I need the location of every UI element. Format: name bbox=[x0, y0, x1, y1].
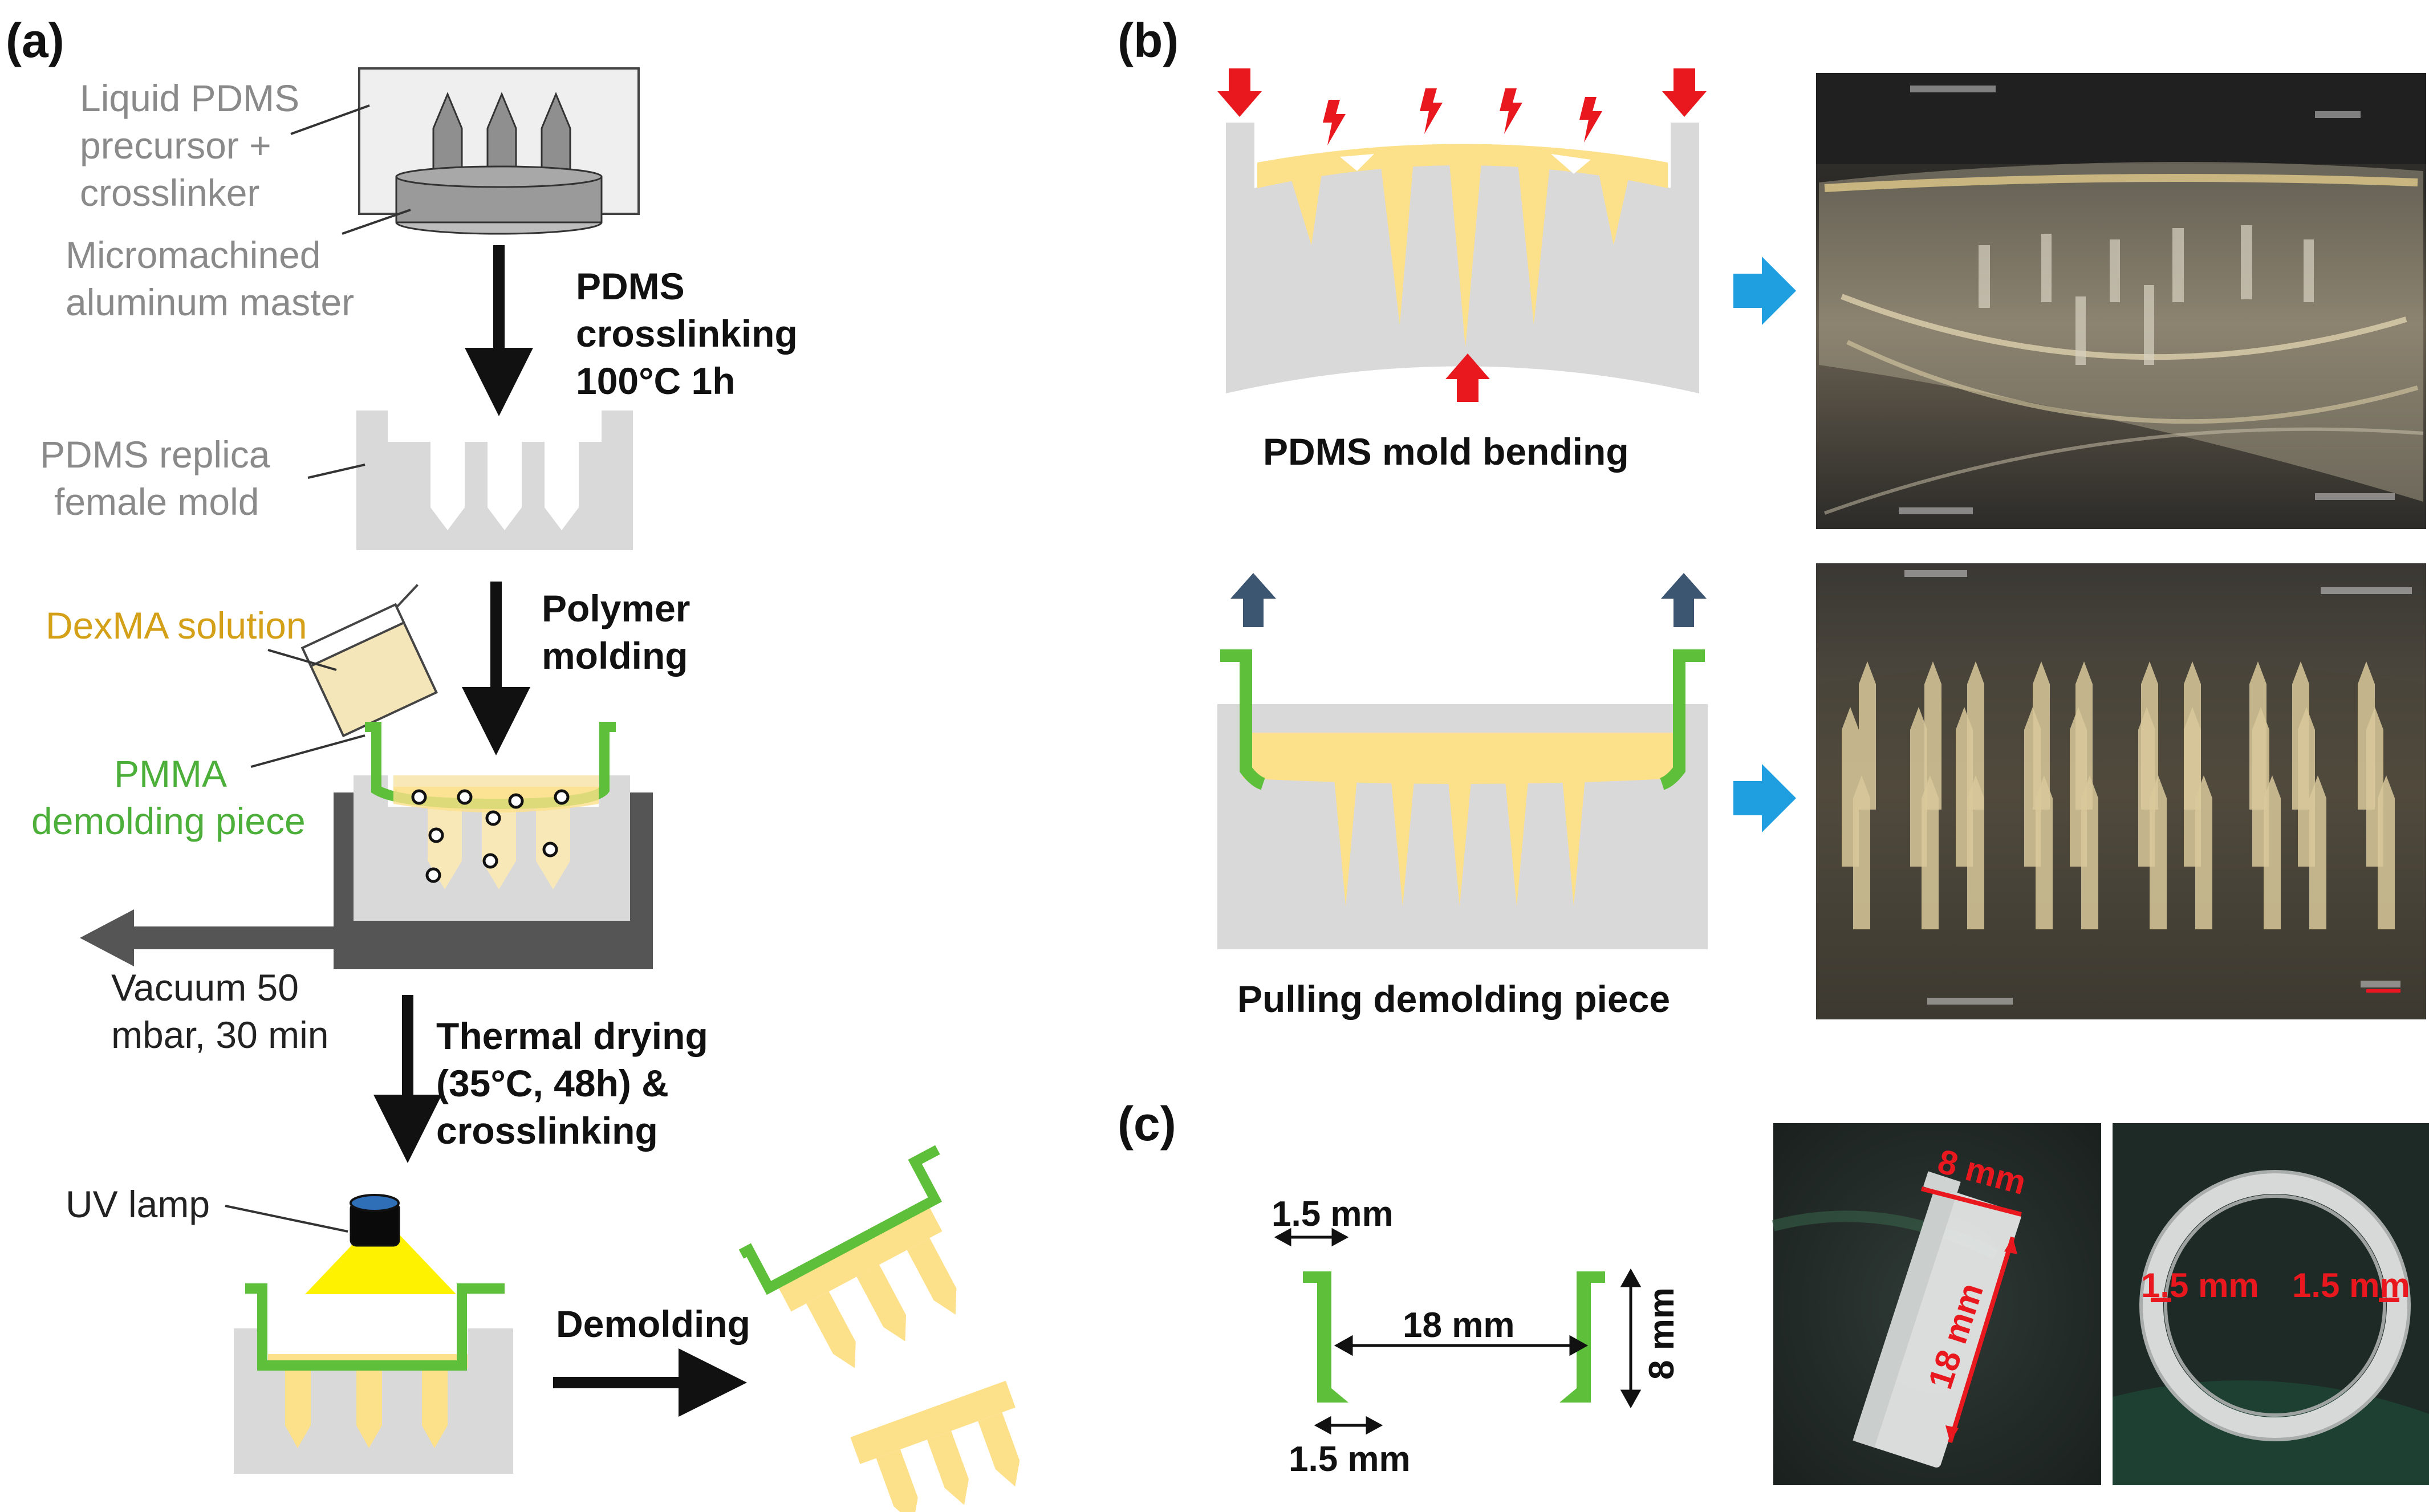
vacuum-chamber bbox=[334, 722, 653, 969]
microneedle bbox=[2036, 775, 2053, 929]
crack-icons bbox=[1323, 88, 1602, 145]
dexma-beaker bbox=[300, 584, 438, 738]
dim-wall-bottom: 1.5 mm bbox=[1289, 1440, 1411, 1479]
vacuum-label-1: Vacuum 50 bbox=[111, 966, 299, 1009]
liquid-pdms-label-1: Liquid PDMS bbox=[80, 77, 299, 119]
bending-caption: PDMS mold bending bbox=[1263, 430, 1629, 473]
pmma-label-2: demolding piece bbox=[31, 800, 306, 842]
microneedle bbox=[2378, 775, 2395, 929]
uv-lamp bbox=[305, 1194, 456, 1294]
microneedle bbox=[2309, 775, 2326, 929]
uv-lamp-label: UV lamp bbox=[66, 1183, 210, 1225]
demolding-label: Demolding bbox=[556, 1303, 750, 1345]
microneedle bbox=[1859, 661, 1876, 810]
vacuum-arrow bbox=[80, 909, 334, 966]
pmma-label-1: PMMA bbox=[114, 753, 227, 795]
demolded-patch-2 bbox=[850, 1380, 1020, 1512]
panel-label-a: (a) bbox=[6, 14, 64, 67]
step3-label-3: crosslinking bbox=[436, 1109, 658, 1152]
navy-arrow-right bbox=[1661, 573, 1707, 627]
replica-label-2: female mold bbox=[54, 481, 259, 523]
uv-mold bbox=[234, 1283, 513, 1474]
microneedle bbox=[1967, 775, 1984, 929]
dim-width: 18 mm bbox=[1403, 1306, 1514, 1345]
microneedle bbox=[2195, 775, 2212, 929]
microneedle bbox=[1853, 775, 1870, 929]
photo-bending bbox=[1816, 73, 2426, 529]
step3-label-2: (35°C, 48h) & bbox=[436, 1062, 669, 1104]
navy-arrow-left bbox=[1230, 573, 1276, 627]
dimension-arrows bbox=[1274, 1228, 1642, 1435]
replica-label-1: PDMS replica bbox=[40, 433, 270, 475]
dexma-label: DexMA solution bbox=[46, 604, 307, 647]
microneedle bbox=[2081, 775, 2098, 929]
red-arrow-up bbox=[1445, 353, 1490, 402]
microneedle-array bbox=[1842, 661, 2395, 929]
liquid-pdms-label-2: precursor + bbox=[80, 124, 271, 166]
demolded-patch-1 bbox=[738, 1145, 957, 1368]
step1-label-2: crosslinking bbox=[576, 312, 798, 355]
microneedle bbox=[2264, 775, 2281, 929]
dim-height: 8 mm bbox=[1642, 1287, 1681, 1380]
vacuum-label-2: mbar, 30 min bbox=[111, 1014, 329, 1056]
blue-arrow-1 bbox=[1733, 257, 1796, 325]
photo-top-view bbox=[2113, 1123, 2429, 1485]
pdms-replica-mold bbox=[356, 410, 633, 550]
dim-wall-top: 1.5 mm bbox=[1272, 1194, 1394, 1234]
photo-wall-right-label: 1.5 mm bbox=[2292, 1266, 2410, 1304]
photo-wall-left-label: 1.5 mm bbox=[2141, 1266, 2259, 1304]
photo-pulling bbox=[1816, 563, 2426, 1019]
microneedle bbox=[2150, 775, 2167, 929]
step3-label-1: Thermal drying bbox=[436, 1015, 708, 1057]
red-arrow-right bbox=[1662, 68, 1707, 117]
panel-label-c: (c) bbox=[1118, 1097, 1176, 1151]
microneedle bbox=[1924, 661, 1941, 810]
pulling-caption: Pulling demolding piece bbox=[1237, 978, 1670, 1020]
master-assembly bbox=[358, 67, 640, 235]
pulling-diagram bbox=[1217, 649, 1708, 949]
step2-label-1: Polymer bbox=[542, 587, 690, 629]
pmma-cross-section bbox=[1303, 1271, 1605, 1403]
liquid-pdms-label-3: crosslinker bbox=[80, 172, 259, 214]
bending-diagram bbox=[1226, 123, 1699, 393]
master-label-1: Micromachined bbox=[66, 234, 321, 276]
red-arrow-left bbox=[1217, 68, 1262, 117]
photo-side-view bbox=[1772, 1123, 2101, 1485]
step1-label-3: 100°C 1h bbox=[576, 360, 736, 402]
step2-label-2: molding bbox=[542, 635, 688, 677]
step1-label-1: PDMS bbox=[576, 265, 685, 307]
master-label-2: aluminum master bbox=[66, 281, 354, 323]
microneedle bbox=[1922, 775, 1939, 929]
blue-arrow-2 bbox=[1733, 764, 1796, 832]
panel-label-b: (b) bbox=[1118, 14, 1179, 67]
